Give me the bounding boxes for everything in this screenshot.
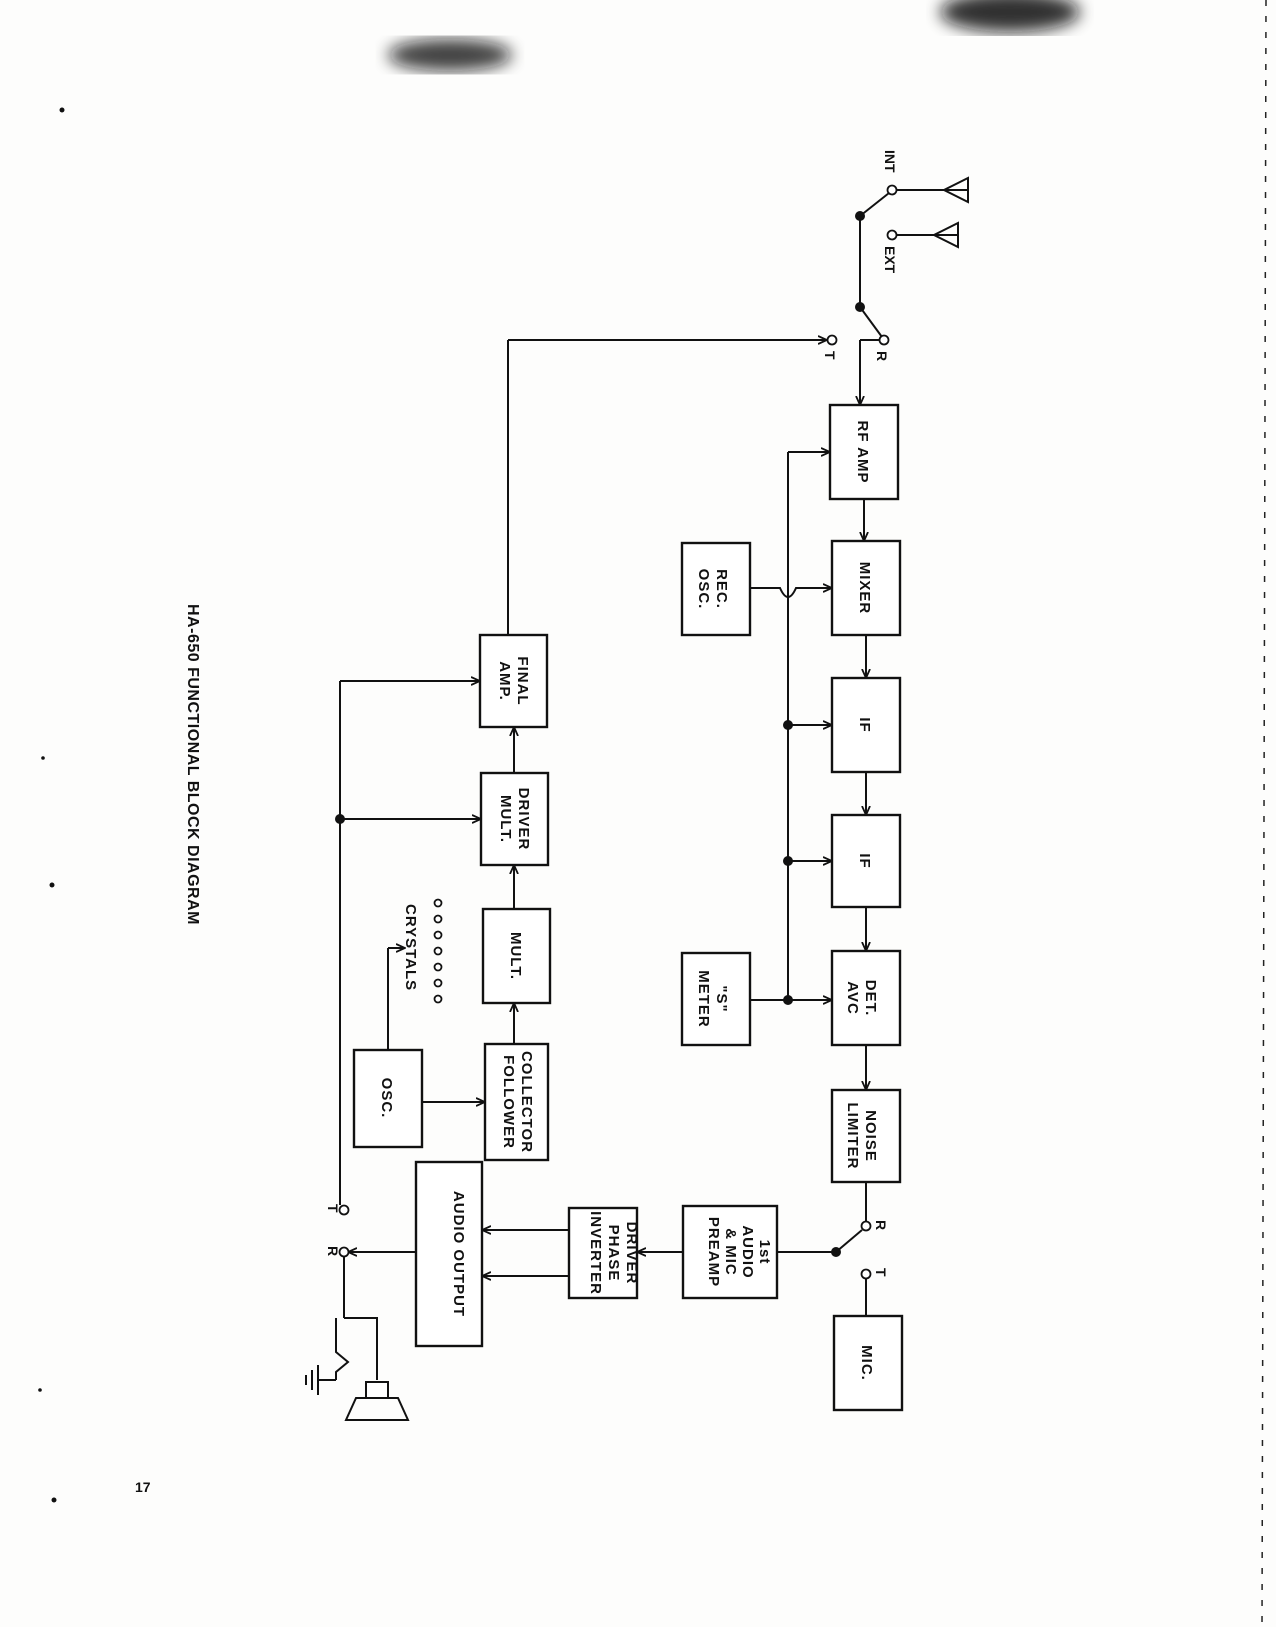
- scan-speck: [49, 882, 55, 888]
- tr-switch-blade: [859, 306, 883, 338]
- scan-smudge: [388, 39, 512, 71]
- scan-speck: [51, 1497, 57, 1503]
- block-group: [352, 403, 904, 1412]
- diagram-title: HA-650 FUNCTIONAL BLOCK DIAGRAM: [184, 604, 201, 925]
- audio-preamp-block: [681, 1204, 779, 1300]
- mult-block: [481, 907, 552, 1005]
- mic-label: MIC.: [858, 1345, 875, 1381]
- t-label-bottom: T: [873, 1268, 889, 1277]
- driver-phase-inverter-label: DRIVERPHASEINVERTER: [587, 1211, 640, 1295]
- t-terminal-audio: [338, 1204, 350, 1216]
- r-terminal-audio: [338, 1246, 350, 1258]
- ext-terminal: [886, 229, 898, 241]
- audio-preamp-label: 1stAUDIO& MICPREAMP: [705, 1217, 773, 1287]
- t-label-audio: T: [325, 1204, 341, 1213]
- t-terminal-bottom: [860, 1268, 872, 1280]
- r-label-audio: R: [325, 1246, 341, 1256]
- collector-follower-label: COLLECTORFOLLOWER: [500, 1051, 535, 1153]
- speaker-icon: [335, 1317, 410, 1421]
- final-amp-label: FINALAMP.: [496, 656, 531, 705]
- s-meter-label: "S"METER: [695, 970, 730, 1028]
- antenna-switch-blade: [859, 192, 890, 217]
- rec-osc-label: REC.OSC.: [695, 569, 730, 610]
- scan-speck: [41, 756, 45, 760]
- driver-phase-inverter-block: [567, 1206, 639, 1300]
- antenna-ext: EXT: [882, 221, 959, 274]
- osc-label: OSC.: [378, 1078, 395, 1119]
- scan-smudge: [940, 0, 1080, 32]
- mult-label: MULT.: [507, 932, 524, 980]
- det-avc-label: DET.AVC: [844, 980, 879, 1017]
- audio-output-block: [414, 1160, 484, 1348]
- s-meter-block: [680, 951, 752, 1047]
- ext-label: EXT: [882, 246, 898, 274]
- collector-follower-block: [483, 1042, 550, 1162]
- final-amp-block: [478, 633, 549, 729]
- r-terminal-bottom: [860, 1220, 872, 1232]
- t-label-top: T: [822, 351, 838, 360]
- t-terminal-top: [826, 334, 838, 346]
- page-number: 17: [135, 1479, 151, 1495]
- wire-recosc-mixer: [750, 588, 832, 598]
- noise-limiter-block: [830, 1088, 902, 1184]
- mic-block: [832, 1314, 904, 1412]
- int-terminal: [886, 184, 898, 196]
- rf-amp-label: RF AMP: [854, 421, 871, 484]
- noise-limiter-label: NOISELIMITER: [844, 1103, 879, 1170]
- block-labels: RF AMP MIXER IF IF DET.AVC NOISELIMITER …: [378, 421, 879, 1381]
- crystal-selector: [433, 898, 443, 1004]
- int-label: INT: [882, 150, 898, 173]
- scan-speck: [59, 107, 65, 113]
- ground-icon: [305, 1365, 336, 1395]
- scan-speck: [38, 1388, 42, 1392]
- page-edge: [1261, 0, 1267, 1628]
- antenna-int: INT: [882, 150, 969, 204]
- driver-mult-label: DRIVERMULT.: [497, 788, 532, 851]
- crystals-label: CRYSTALS: [402, 904, 419, 991]
- mixer-label: MIXER: [856, 562, 873, 615]
- rf-amp-block: [828, 403, 900, 501]
- r-label-bottom: R: [873, 1220, 889, 1230]
- r-terminal-top: [878, 334, 890, 346]
- audio-output-label: AUDIO OUTPUT: [450, 1191, 467, 1317]
- audio-switch-blade: [835, 1229, 863, 1253]
- r-label-top: R: [874, 351, 890, 361]
- if2-label: IF: [856, 853, 873, 868]
- if1-label: IF: [856, 717, 873, 732]
